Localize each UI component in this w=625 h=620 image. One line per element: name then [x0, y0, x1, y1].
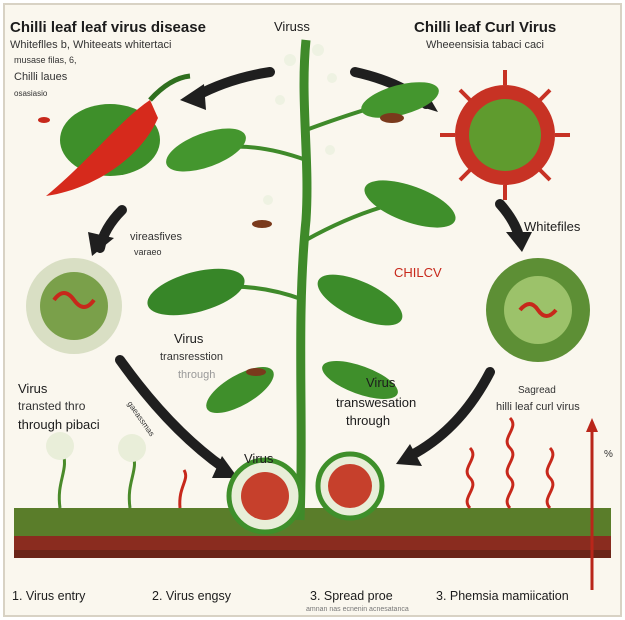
center-virus-2: transwesation: [336, 396, 416, 410]
subtitle-right: Wheeensisia tabaci caci: [426, 40, 544, 52]
title-right: Chilli leaf Curl Virus: [414, 20, 556, 36]
step-4: 3. Phemsia mamiication: [436, 590, 569, 603]
left-side-3: through pibaci: [18, 418, 100, 432]
virus-trans-left-1: Virus: [174, 332, 203, 346]
note-left-2: Chilli laues: [14, 72, 67, 84]
step-2: 2. Virus engsy: [152, 590, 231, 603]
center-virus-3: through: [346, 414, 390, 428]
footer-note: amnan nas ecnenin acnesatanca: [306, 606, 409, 613]
right-spread-2: hilli leaf curl virus: [496, 402, 580, 414]
soil-strip: [14, 508, 611, 558]
top-center-label: Viruss: [274, 20, 310, 34]
note-left-3: osasiasio: [14, 90, 47, 98]
virus-trans-left-2: transresstion: [160, 352, 223, 364]
bottom-virus-label: Virus: [244, 452, 273, 466]
whiteflies-label: Whitefiles: [524, 220, 580, 234]
virus-trans-left-3: through: [178, 370, 215, 382]
note-middle-left-2: varaeo: [134, 248, 162, 257]
chilcv-label: CHILCV: [394, 266, 442, 280]
percent-label: %: [604, 450, 613, 461]
subtitle-left: Whiteflles b, Whiteeats whitertaci: [10, 40, 171, 52]
step-3: 3. Spread proe: [310, 590, 393, 603]
step-1: 1. Virus entry: [12, 590, 85, 603]
left-side-1: Virus: [18, 382, 47, 396]
title-left: Chilli leaf leaf virus disease: [10, 20, 206, 36]
left-side-2: transted thro: [18, 400, 85, 413]
virus-particle-green-right: [486, 258, 590, 362]
right-spread-1: Sagread: [518, 386, 556, 397]
note-middle-left-1: vireasfives: [130, 232, 182, 244]
virus-particle-green-left: [26, 258, 122, 354]
note-left-1: musase filas, 6,: [14, 56, 77, 65]
center-virus-1: Virus: [366, 376, 395, 390]
